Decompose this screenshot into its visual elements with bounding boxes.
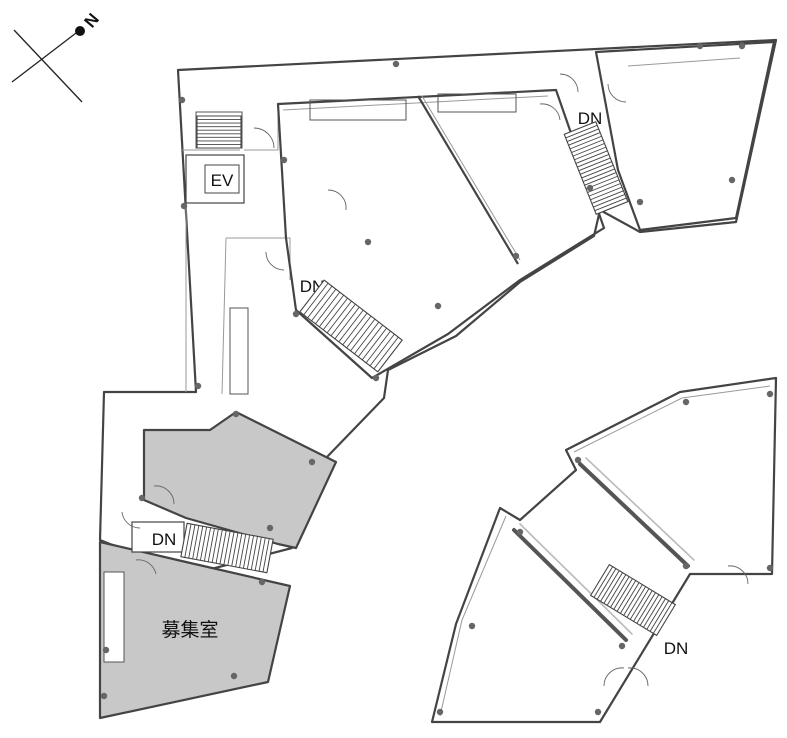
column-1 [308,458,316,466]
column-2 [266,524,274,532]
column-31 [178,96,186,104]
column-25 [766,564,774,572]
column-11 [292,310,300,318]
column-5 [100,692,108,700]
stair-treads-right [589,563,677,637]
column-28 [682,562,690,570]
column-13 [512,252,520,260]
east-wing: DN [430,376,778,724]
stair-treads-corridor [563,120,629,216]
highlighted-room-lower: 募集室 [98,540,292,720]
column-12 [372,374,380,382]
column-26 [594,708,602,716]
column-32 [180,202,188,210]
column-19 [586,184,594,192]
column-6 [102,646,110,654]
dn-label-right: DN [664,639,689,658]
column-30 [194,382,202,390]
north-compass: N [11,10,103,103]
column-3 [258,578,266,586]
column-27 [436,708,444,716]
column-18 [392,60,400,68]
column-16 [738,42,746,50]
stair-left: DN [131,521,185,553]
column-20 [468,622,476,630]
highlighted-room-upper [142,410,338,550]
column-8 [280,156,288,164]
column-4 [230,672,238,680]
column-21 [516,528,524,536]
column-17 [696,42,704,50]
column-7 [138,494,146,502]
stair-treads-left [180,522,274,574]
column-9 [364,238,372,246]
column-22 [574,456,582,464]
doors [121,73,749,687]
stair-treads [180,115,677,637]
column-24 [766,390,774,398]
room-label: 募集室 [161,619,218,641]
column-0 [232,410,240,418]
column-15 [728,176,736,184]
stair-treads-top-left [196,115,242,149]
column-29 [618,642,626,650]
elevator-label: EV [211,171,234,190]
elevator: EV [185,154,245,204]
column-23 [682,398,690,406]
column-10 [434,302,442,310]
stair-treads-mid [299,279,403,373]
dn-label-left: DN [152,530,177,549]
columns [100,42,774,716]
column-14 [636,198,644,206]
